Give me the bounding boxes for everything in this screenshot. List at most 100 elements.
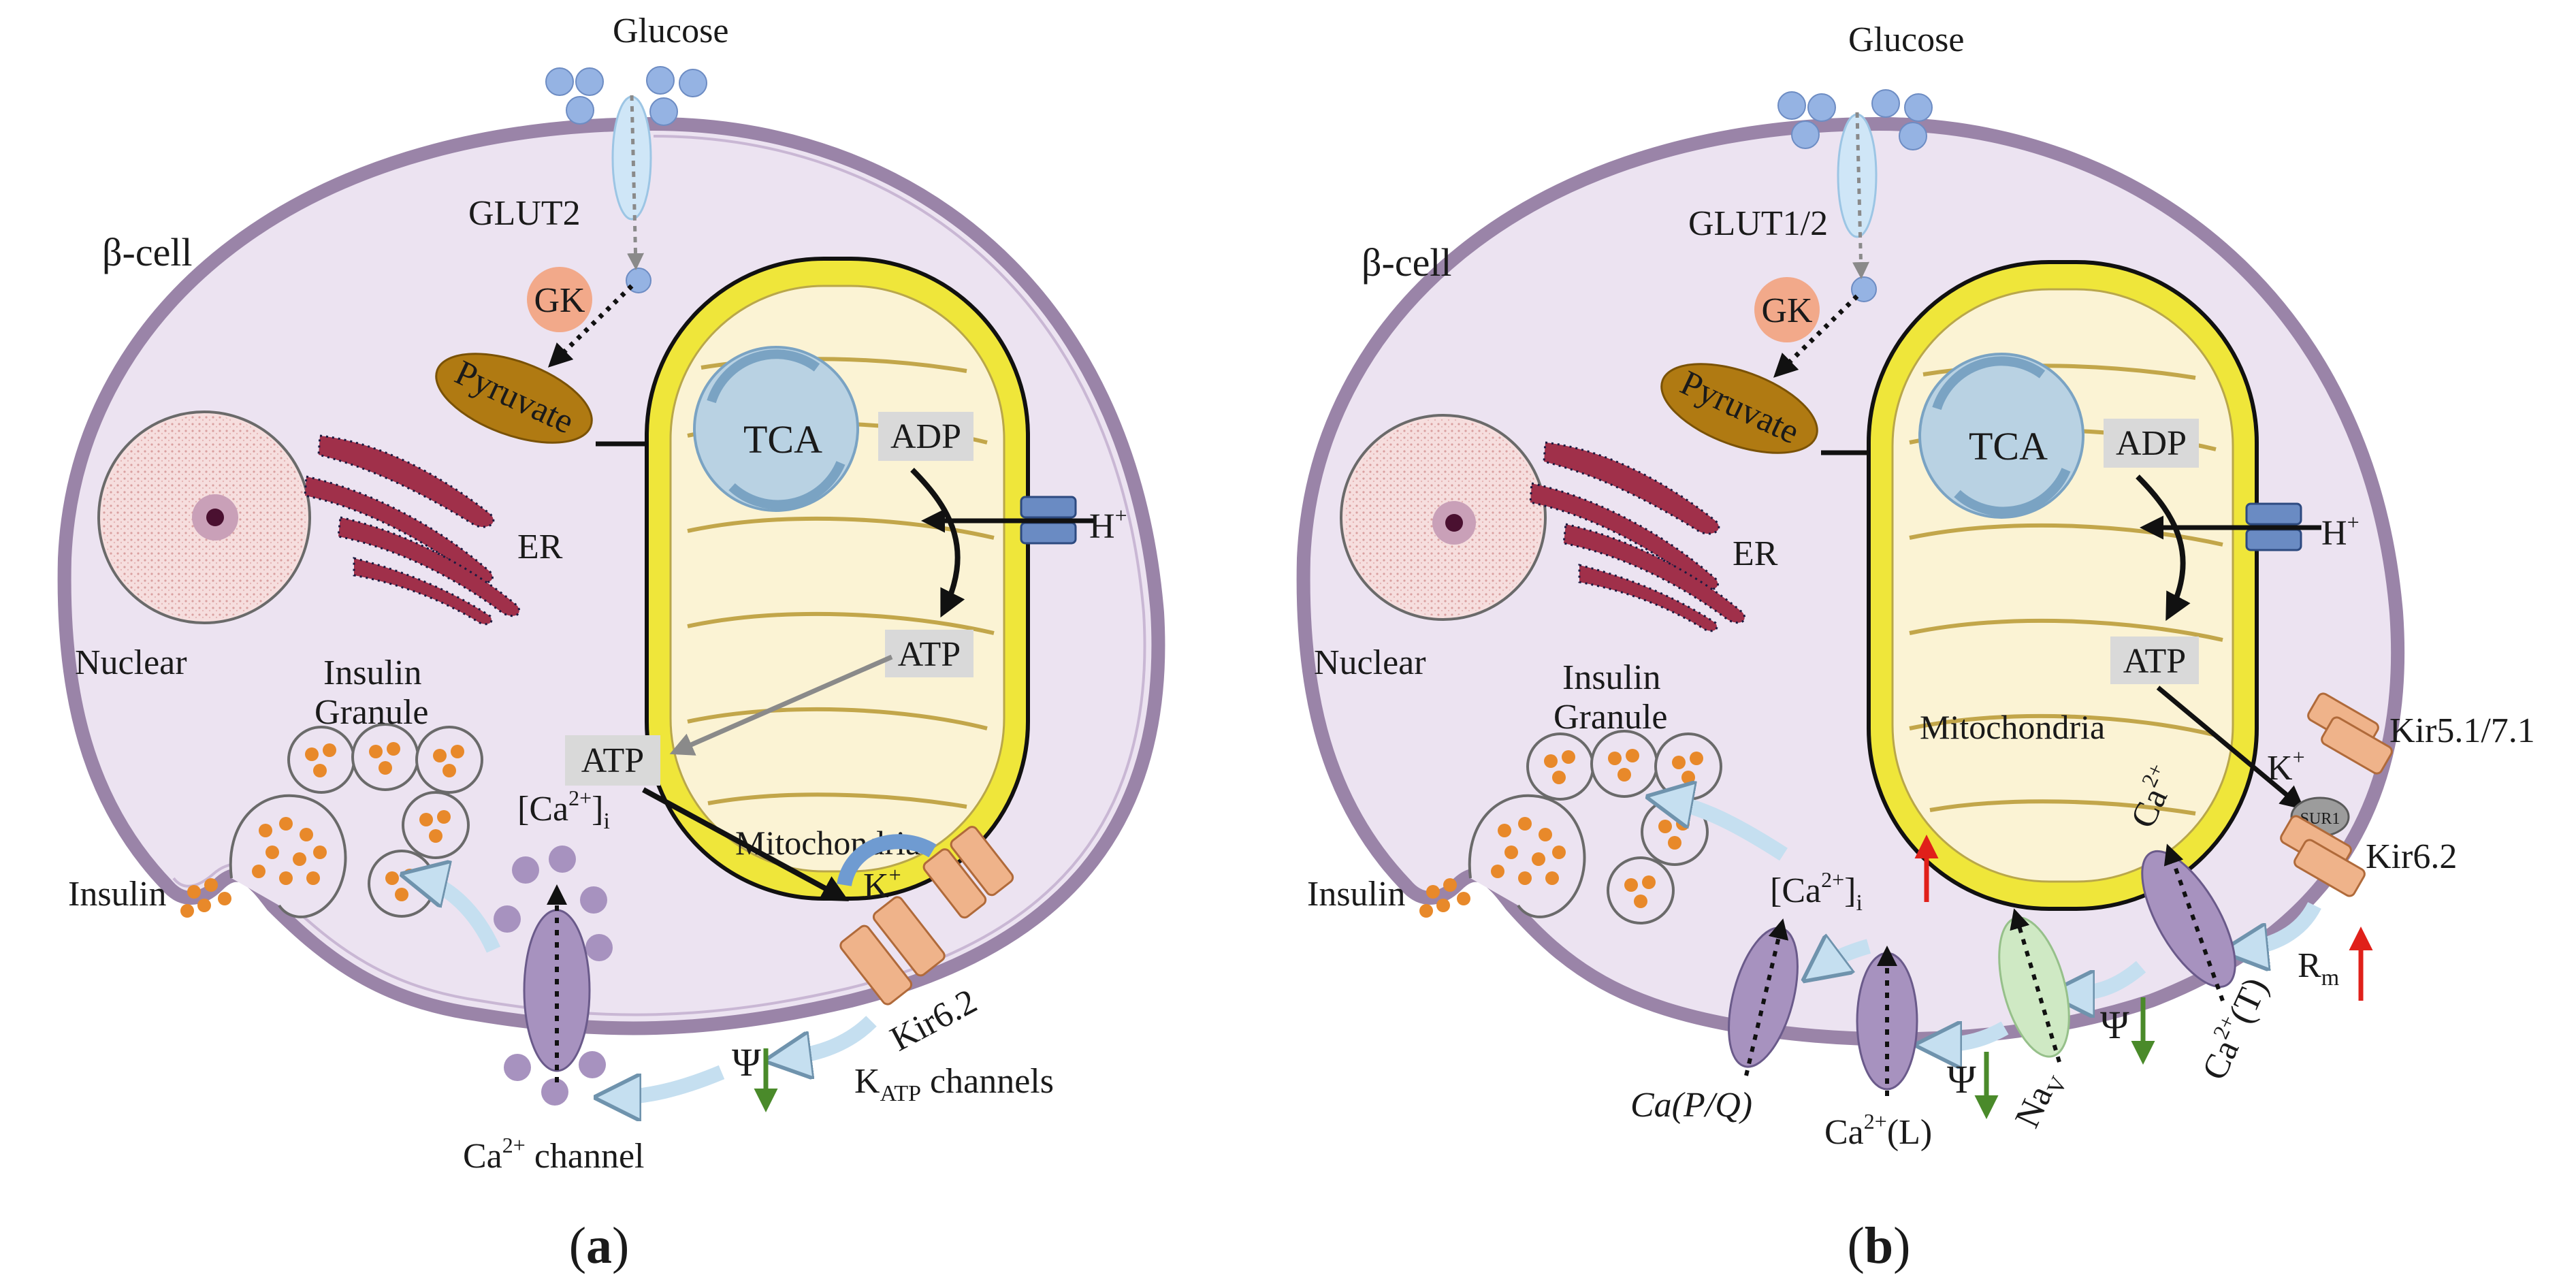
ca-l-label: Ca2+(L) (1824, 1109, 1932, 1152)
depolarization-arrow-b3 (1818, 946, 1871, 970)
glucose-to-pyruvate-arrow-b (1773, 294, 1859, 378)
tca-cycle-arrow-bottom-b (1954, 468, 2071, 517)
mitochondrion (645, 257, 1030, 901)
beta-cell-label-b: β-cell (1362, 240, 1452, 285)
nucleus-b (1340, 414, 1547, 621)
ca-t-label: Ca2+(T) (2191, 970, 2276, 1086)
glut12-label: GLUT1/2 (1688, 204, 1828, 243)
atp-synthase-b (2245, 502, 2302, 551)
atp-cyto-box (565, 735, 660, 786)
adp-label-b: ADP (2116, 424, 2187, 463)
depolarization-arrow-b2 (1933, 1028, 2009, 1045)
atp-to-kir62-arrow (2156, 686, 2305, 810)
glucose-molecules (545, 66, 707, 293)
depolarization-arrow-b1 (2066, 961, 2146, 994)
glucose-label: Glucose (613, 12, 728, 50)
ca-pq-influx-arrow (1744, 918, 1789, 1076)
atp-mito-box (885, 630, 973, 677)
ca-t-influx-arrow (2163, 843, 2225, 1002)
tca-label: TCA (743, 417, 822, 462)
panel-a: Glucose GLUT2 β-cell GK Pyruvate Nuclear (57, 12, 1165, 1274)
atp-synthase (1020, 496, 1077, 545)
glucose-label-b: Glucose (1848, 20, 1964, 59)
adp-box-b (2104, 419, 2199, 468)
depolarization-arrow-1 (783, 1016, 877, 1059)
ca-pq-label: Ca(P/Q) (1630, 1086, 1752, 1125)
katp-channel (839, 826, 1014, 1005)
nuclear-label: Nuclear (75, 643, 187, 682)
k-ion-label: K+ (863, 863, 901, 905)
ca-i-label-b: [Ca2+]i (1770, 867, 1863, 916)
pyruvate-molecule-b (1660, 363, 1818, 454)
tca-cycle-arrow-bottom (728, 461, 846, 510)
atp-mito-box-b (2110, 637, 2199, 684)
atp-mito-label-b: ATP (2123, 642, 2186, 681)
proton-label: H+ (1089, 503, 1127, 546)
gk-enzyme-b (1754, 277, 1820, 342)
atp-to-katp-arrow (642, 787, 850, 901)
adp-to-atp-arrow-b (2136, 474, 2191, 622)
k-ion-label-b: K+ (2267, 745, 2305, 788)
kir57-label: Kir5.1/7.1 (2389, 711, 2535, 750)
gk-label-b: GK (1761, 291, 1813, 330)
psi-label-b1: Ψ (2100, 1003, 2129, 1047)
ca-to-granule-arrow (419, 878, 501, 953)
rm-arrow (2240, 901, 2321, 950)
insulin-label: Insulin (68, 875, 166, 914)
insulin-granule-label-line2-b: Granule (1553, 698, 1667, 737)
tca-cycle (693, 346, 859, 512)
glut2-label: GLUT2 (468, 194, 581, 233)
k-efflux-arrow (837, 834, 937, 887)
katp-label: KATP channels (854, 1062, 1054, 1106)
depolarization-arrow-2 (613, 1065, 725, 1097)
rm-label: Rm (2298, 946, 2339, 991)
insulin-label-b: Insulin (1307, 875, 1405, 914)
nuclear-label-b: Nuclear (1314, 643, 1426, 682)
nav-label: NaV (2008, 1064, 2072, 1136)
mitochondrion-b (1867, 260, 2259, 911)
endoplasmic-reticulum (304, 434, 520, 626)
er-label: ER (517, 528, 563, 566)
beta-cell-label: β-cell (102, 230, 193, 274)
tca-cycle-arrow-top-b (1932, 356, 2046, 410)
mitochondria-label-b: Mitochondria (1920, 708, 2105, 746)
glucose-molecules-b (1777, 89, 1933, 302)
ca-to-granule-arrow-b (1664, 800, 1788, 861)
adp-box (878, 412, 973, 461)
proton-label-b: H+ (2321, 510, 2360, 553)
calcium-ions (494, 846, 613, 1106)
insulin-granule-label-line1: Insulin (323, 654, 421, 692)
atp-mito-label: ATP (898, 635, 961, 674)
kir57-channel (2307, 692, 2393, 775)
tca-cycle-arrow-top (707, 349, 820, 404)
kir62-channel-b (2280, 815, 2366, 897)
er-label-b: ER (1733, 534, 1778, 573)
ca-t-channel (2141, 850, 2236, 988)
gk-label: GK (534, 281, 585, 320)
tca-label-b: TCA (1969, 424, 2048, 468)
ca-channel-label: Ca2+ channel (463, 1133, 645, 1176)
insulin-granule-label-line1-b: Insulin (1562, 658, 1660, 697)
adp-label: ADP (890, 417, 961, 456)
tca-cycle-b (1918, 353, 2084, 519)
panel-b: Glucose GLUT1/2 β-cell GK Pyruvate Nucle… (1296, 20, 2535, 1274)
glut2-transporter (611, 95, 652, 221)
psi-label-b2: Ψ (1947, 1057, 1976, 1101)
endoplasmic-reticulum-b (1529, 441, 1745, 632)
atp-export-arrow (669, 654, 893, 756)
pyruvate-molecule (435, 353, 593, 444)
gk-enzyme (527, 267, 592, 332)
insulin-granule-label-line2: Granule (315, 693, 428, 732)
ca-i-label: [Ca2+]i (517, 786, 610, 834)
kir62-label-b: Kir6.2 (2366, 837, 2457, 876)
glucose-uptake-arrow (627, 95, 645, 270)
glut12-transporter (1837, 113, 1878, 238)
caption-a: (a) (569, 1217, 630, 1274)
caption-b: (b) (1848, 1217, 1911, 1274)
glucose-to-pyruvate-arrow (547, 284, 634, 368)
adp-to-atp-arrow (910, 468, 965, 618)
na-influx-arrow (2010, 908, 2061, 1063)
atp-cyto-label: ATP (581, 741, 644, 780)
psi-label: Ψ (732, 1040, 761, 1084)
